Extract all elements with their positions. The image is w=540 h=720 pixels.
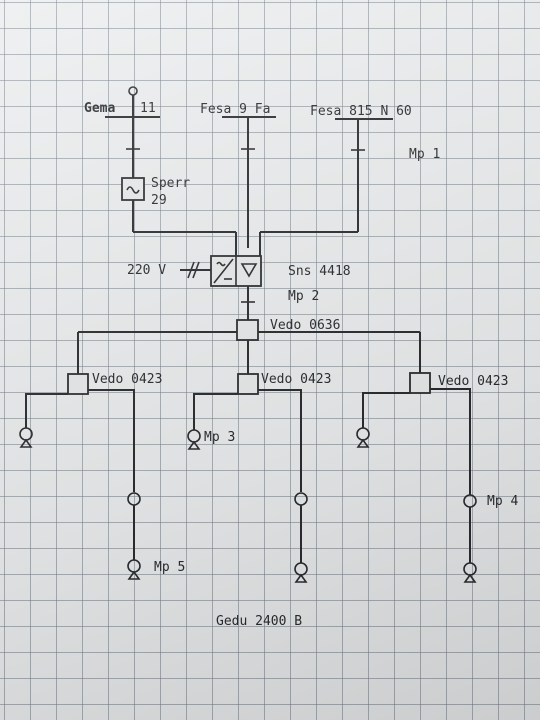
label-voltage: 220 V — [127, 263, 166, 278]
outlet-icon — [19, 427, 33, 441]
converter-icon — [213, 258, 234, 284]
outlet-icon — [187, 429, 201, 443]
label-sperr: Sperr — [151, 176, 190, 191]
tap-icon — [127, 492, 141, 506]
outlet-icon — [356, 427, 370, 441]
label-vedo-right: Vedo 0423 — [438, 374, 508, 389]
label-sperr-number: 29 — [151, 193, 167, 208]
middle-branch — [187, 373, 308, 583]
antenna-terminal-icon — [128, 86, 138, 96]
outlet-icon — [463, 562, 477, 576]
sns-unit — [180, 255, 262, 320]
label-gema: Gema — [84, 101, 115, 116]
label-mp5: Mp 5 — [154, 560, 185, 575]
sine-wave-icon — [126, 186, 140, 194]
label-mp3: Mp 3 — [204, 430, 235, 445]
tap-icon — [463, 494, 477, 508]
label-footer: Gedu 2400 B — [216, 614, 302, 629]
tap-icon — [294, 492, 308, 506]
outlet-icon — [294, 562, 308, 576]
label-vedo-middle: Vedo 0423 — [261, 372, 331, 387]
label-vedo-left: Vedo 0423 — [92, 372, 162, 387]
label-fesa-left: Fesa 9 Fa — [200, 102, 270, 117]
outlet-icon — [127, 559, 141, 573]
main-distributor — [77, 319, 421, 374]
top-feed-lines — [105, 86, 393, 256]
sperr-filter — [121, 177, 145, 201]
label-gema-number: 11 — [140, 101, 156, 116]
label-fesa-right: Fesa 815 N 60 — [310, 104, 412, 119]
right-branch — [356, 372, 477, 583]
label-sns: Sns 4418 — [288, 264, 351, 279]
label-mp2: Mp 2 — [288, 289, 319, 304]
amplifier-triangle-icon — [240, 263, 258, 278]
label-mp4: Mp 4 — [487, 494, 518, 509]
left-branch — [19, 373, 141, 580]
label-vedo-main: Vedo 0636 — [270, 318, 340, 333]
label-mp1: Mp 1 — [409, 147, 440, 162]
